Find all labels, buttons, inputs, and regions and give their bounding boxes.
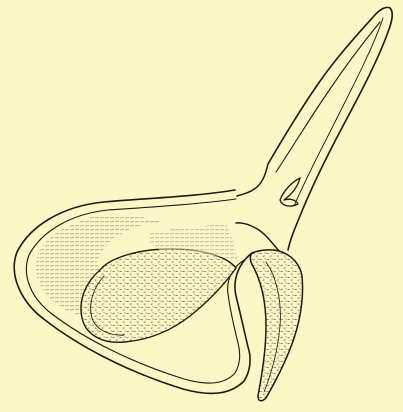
stem-lower-edge xyxy=(236,223,280,252)
cotyledon xyxy=(81,249,236,342)
stem-upper-edge xyxy=(237,164,268,196)
shoot-inner-edge xyxy=(276,22,380,172)
leaf-bud xyxy=(280,178,300,206)
shoot-outer-edge xyxy=(268,7,392,250)
radicle xyxy=(250,250,302,401)
shoot-midrib xyxy=(294,18,383,206)
